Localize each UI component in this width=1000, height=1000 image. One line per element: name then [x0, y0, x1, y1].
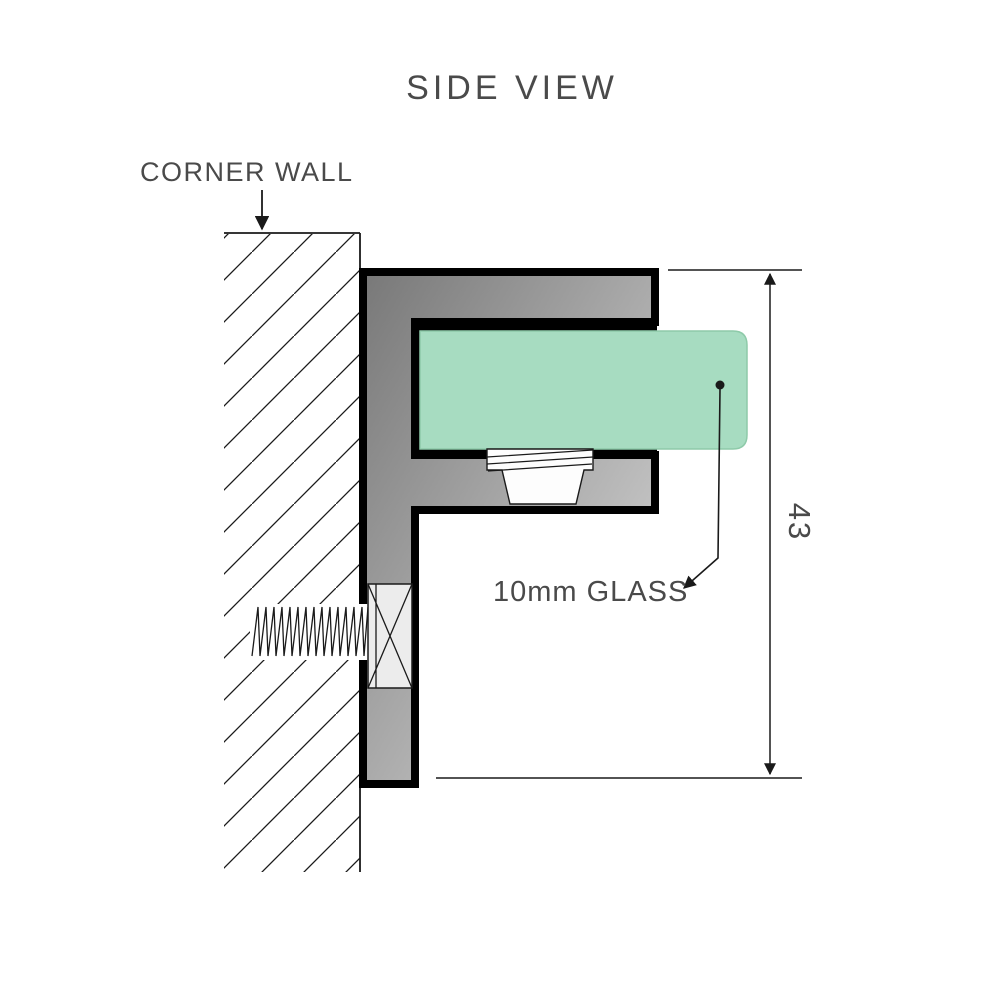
dimension-label: 43 [782, 503, 817, 541]
dimension-43: 43 [436, 269, 817, 779]
screw-thread [251, 606, 369, 657]
leader-dot [715, 380, 725, 390]
glass-panel [419, 330, 748, 450]
fixing-screw [250, 583, 413, 689]
page-title: SIDE VIEW [406, 69, 618, 107]
gasket [486, 448, 594, 505]
gasket-thread-lines [486, 449, 594, 472]
leader-line [683, 388, 721, 589]
glass-callout [683, 380, 725, 589]
corner-wall-label: CORNER WALL [140, 157, 354, 187]
wall-hatching [224, 234, 360, 872]
screw-head-lines [367, 583, 413, 689]
glass-label: 10mm GLASS [493, 576, 688, 608]
screw-shank-mask [250, 604, 370, 660]
